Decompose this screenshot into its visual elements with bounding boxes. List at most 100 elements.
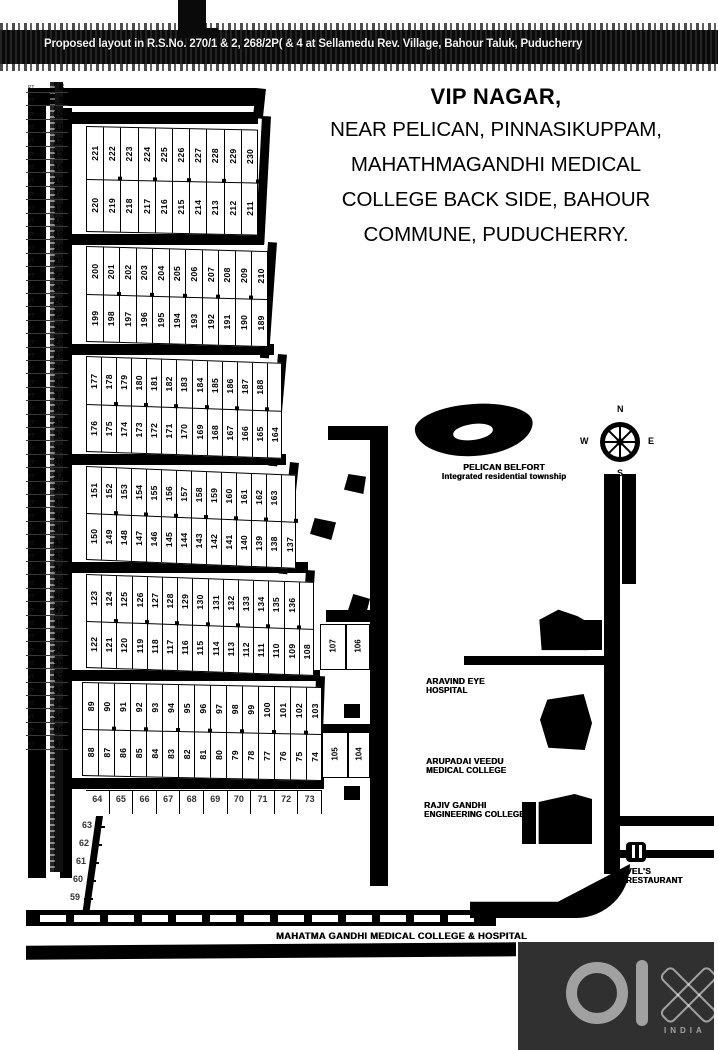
ruler-tick-mark: PT bbox=[28, 98, 35, 105]
landmark-vels-subtitle: RESTAURANT bbox=[626, 876, 683, 885]
ruler-tick-mark: PT bbox=[28, 420, 35, 426]
ruler-tick-line bbox=[26, 534, 68, 536]
plot-number-178: 178 bbox=[104, 373, 115, 390]
plot-number-205: 205 bbox=[172, 265, 183, 282]
road-east-cross-2 bbox=[604, 816, 714, 826]
plot-number-111: 111 bbox=[256, 643, 267, 658]
ruler-tick-mark: PT bbox=[28, 433, 35, 440]
ruler-tick-line bbox=[26, 427, 68, 428]
ruler-tick-line bbox=[26, 145, 68, 147]
plot-number-224: 224 bbox=[141, 146, 152, 162]
plot-number-130: 130 bbox=[195, 594, 206, 611]
plot-number-194: 194 bbox=[172, 312, 183, 329]
plot-number-94: 94 bbox=[165, 703, 176, 714]
title-block: VIP NAGAR, NEAR PELICAN, PINNASIKUPPAM, … bbox=[286, 82, 706, 252]
plot-number-129: 129 bbox=[180, 594, 191, 610]
ruler-tick-number: 28 bbox=[53, 350, 64, 361]
plot-number-182: 182 bbox=[164, 375, 175, 392]
ruler-tick-line bbox=[26, 614, 68, 616]
ruler-tick-line bbox=[26, 480, 68, 482]
ruler-tick-mark: PT bbox=[28, 393, 35, 400]
plot-number-64: 64 bbox=[86, 791, 110, 814]
ruler-tick-line bbox=[26, 695, 68, 696]
plot-number-200: 200 bbox=[89, 263, 100, 279]
plot-number-134: 134 bbox=[256, 596, 267, 613]
plot-number-92: 92 bbox=[133, 702, 144, 713]
plot-number-210: 210 bbox=[255, 267, 266, 284]
plot-number-73: 73 bbox=[298, 791, 322, 814]
plot-cell: 134 111 bbox=[254, 580, 271, 674]
ruler-tick-number: 40 bbox=[53, 510, 64, 522]
rajiv-gandhi-building-icon bbox=[538, 794, 592, 844]
plot-cell-105: 105 bbox=[322, 732, 348, 778]
ruler-tick-number: 56 bbox=[53, 725, 64, 737]
plot-number-109: 109 bbox=[286, 643, 297, 660]
site-blob-5 bbox=[344, 786, 360, 800]
ruler-tick-mark: PT bbox=[28, 594, 35, 601]
plot-number-105: 105 bbox=[330, 747, 340, 761]
plot-number-97: 97 bbox=[213, 704, 224, 715]
compass-south-label: S bbox=[617, 468, 624, 478]
plot-number-100: 100 bbox=[261, 702, 272, 718]
plot-number-156: 156 bbox=[164, 486, 174, 502]
plot-number-115: 115 bbox=[195, 640, 206, 656]
ruler-tick-mark: PT bbox=[28, 192, 35, 199]
plot-number-125: 125 bbox=[119, 591, 130, 608]
road-sep-5 bbox=[72, 670, 320, 681]
ruler-tick-number: 27 bbox=[53, 336, 64, 348]
ruler-tick-number: 34 bbox=[53, 430, 64, 442]
ruler-tick-mark: PT bbox=[28, 580, 35, 587]
ruler-tick-number: 10 bbox=[53, 108, 64, 120]
ruler-tick-mark: PT bbox=[28, 259, 35, 266]
plot-number-195: 195 bbox=[155, 312, 166, 328]
ruler-tick-line bbox=[26, 453, 68, 455]
plot-number-196: 196 bbox=[139, 311, 150, 328]
plot-number-133: 133 bbox=[241, 596, 252, 612]
plot-cell: 130 115 bbox=[193, 578, 210, 672]
ruler-tick-number: 17 bbox=[53, 202, 64, 214]
ruler-tick-number: 18 bbox=[53, 216, 64, 227]
ruler-tick-mark: PT bbox=[28, 714, 35, 721]
ruler-tick-mark: PT bbox=[28, 446, 35, 453]
plot-number-123: 123 bbox=[89, 590, 100, 607]
plot-number-96: 96 bbox=[197, 703, 208, 715]
plot-number-184: 184 bbox=[194, 376, 205, 393]
plot-number-203: 203 bbox=[139, 264, 150, 281]
road-east-vertical bbox=[604, 474, 620, 874]
ruler-tick-mark: PT bbox=[28, 487, 35, 493]
plot-number-167: 167 bbox=[224, 425, 235, 441]
plot-number-211: 211 bbox=[245, 200, 256, 216]
ruler-tick-number: 23 bbox=[53, 283, 64, 294]
scan-fringe-bottom bbox=[0, 64, 718, 71]
ruler-tick-number: 29 bbox=[53, 363, 64, 375]
landmark-aravind-subtitle: HOSPITAL bbox=[426, 686, 468, 695]
ruler-tick-number: 57 bbox=[53, 738, 64, 750]
plot-number-141: 141 bbox=[224, 534, 234, 551]
plot-number-214: 214 bbox=[193, 199, 204, 215]
ruler-edge bbox=[54, 82, 63, 872]
plot-number-112: 112 bbox=[241, 642, 252, 658]
